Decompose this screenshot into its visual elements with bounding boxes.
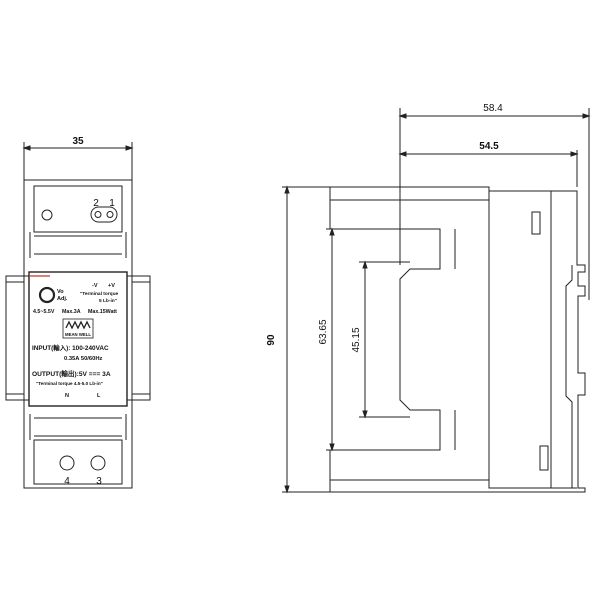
spec-current: Max.3A	[62, 309, 81, 315]
spec-voltage: 4.5~5.5V	[33, 309, 55, 315]
terminal-number-4: 4	[64, 476, 70, 487]
input-rating: 0.35A 50/60Hz	[64, 356, 103, 362]
torque-top-line-2: 5 Lb-in"	[99, 298, 117, 304]
front-width-label: 35	[72, 136, 84, 147]
terminal-number-2: 2	[93, 198, 99, 209]
side-view	[282, 108, 591, 494]
n-terminal-label: N	[65, 393, 69, 399]
adj-label: Adj.	[57, 296, 68, 302]
torque-top-line-1: "Terminal torque	[80, 291, 118, 297]
brand-text: MEAN WELL	[65, 332, 91, 337]
pos-terminal-label: +V	[108, 283, 115, 289]
output-line: OUTPUT(輸出):5V === 3A	[32, 369, 111, 378]
neg-terminal-label: -V	[92, 283, 98, 289]
depth-body-label: 54.5	[479, 141, 499, 152]
front-body-outline	[23, 179, 133, 489]
side-height-dimension	[282, 185, 330, 494]
terminal-pair-slot	[90, 206, 118, 223]
depth-dimensions	[398, 108, 591, 300]
inner-height-label-1: 63.65	[318, 319, 329, 344]
depth-total-label: 58.4	[483, 103, 503, 114]
vo-label: Vo	[57, 289, 64, 295]
spec-power: Max.15Watt	[88, 309, 117, 315]
output-torque: "Terminal torque 4.5-5.0 Lb-in"	[36, 381, 103, 386]
input-line: INPUT(輸入): 100-240VAC	[32, 343, 109, 352]
inner-height-dimension-2	[359, 260, 410, 419]
vo-adj-potentiometer	[38, 286, 56, 304]
top-terminal-block	[33, 185, 123, 233]
inner-height-label-2: 45.15	[351, 327, 362, 352]
l-terminal-label: L	[97, 393, 101, 399]
terminal-hole-3	[90, 455, 106, 471]
side-vent-slot-top	[531, 211, 541, 235]
front-label-panel	[28, 271, 128, 407]
front-view	[5, 142, 151, 489]
bottom-terminal-block	[33, 439, 123, 485]
front-width-dimension	[22, 142, 134, 180]
side-vent-slot-bottom	[539, 445, 549, 471]
mean-well-logo	[62, 318, 94, 339]
front-label-text: Vo Adj. -V +V "Terminal torque 5 Lb-in" …	[32, 283, 118, 399]
side-height-label: 90	[266, 334, 277, 346]
terminal-number-3: 3	[96, 476, 102, 487]
side-profile-outline	[329, 186, 586, 493]
terminal-number-1: 1	[109, 198, 115, 209]
terminal-hole-4	[59, 455, 75, 471]
terminal-hole-1	[41, 209, 53, 221]
